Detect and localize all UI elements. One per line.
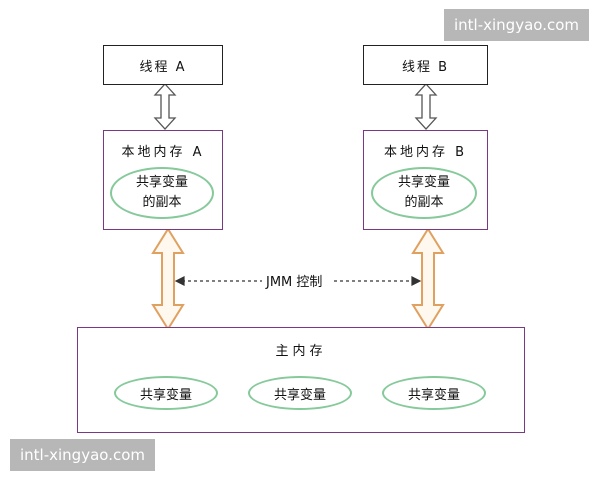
- main-memory-title: 主内存: [275, 344, 327, 359]
- watermark-top-right: intl-xingyao.com: [444, 9, 589, 41]
- main-memory-box: 主内存 共享变量 共享变量 共享变量: [77, 327, 525, 433]
- local-memory-b-copy: 共享变量 的副本: [371, 167, 477, 219]
- local-memory-a-box: 本地内存 A 共享变量 的副本: [103, 130, 223, 230]
- thread-a-box: 线程 A: [103, 45, 223, 85]
- local-memory-a-title: 本地内存 A: [121, 145, 205, 160]
- local-memory-b-copy-line1: 共享变量: [397, 175, 450, 190]
- thread-b-sync-arrow: [414, 83, 438, 130]
- jmm-right-arrowhead: [411, 276, 422, 286]
- local-memory-a-copy-line1: 共享变量: [135, 175, 188, 190]
- local-memory-a-copy: 共享变量 的副本: [110, 167, 214, 219]
- local-a-main-memory-arrow: [151, 227, 185, 331]
- jmm-left-arrowhead: [174, 276, 185, 286]
- jmm-control-label: JMM 控制: [262, 271, 327, 290]
- watermark-bottom-left: intl-xingyao.com: [10, 439, 155, 471]
- local-memory-a-copy-line2: 的副本: [142, 195, 182, 210]
- main-shared-variable-1: 共享变量: [114, 376, 218, 410]
- thread-b-box: 线程 B: [363, 45, 488, 85]
- local-memory-b-copy-line2: 的副本: [404, 195, 444, 210]
- local-memory-b-title: 本地内存 B: [383, 145, 468, 160]
- jmm-control-line: [174, 276, 422, 286]
- main-shared-variable-2: 共享变量: [248, 376, 352, 410]
- main-shared-variable-3: 共享变量: [382, 376, 486, 410]
- local-memory-b-box: 本地内存 B 共享变量 的副本: [363, 130, 488, 230]
- thread-a-label: 线程 A: [139, 60, 187, 75]
- thread-a-sync-arrow: [153, 83, 177, 130]
- local-b-main-memory-arrow: [411, 227, 445, 331]
- thread-b-label: 线程 B: [401, 60, 450, 75]
